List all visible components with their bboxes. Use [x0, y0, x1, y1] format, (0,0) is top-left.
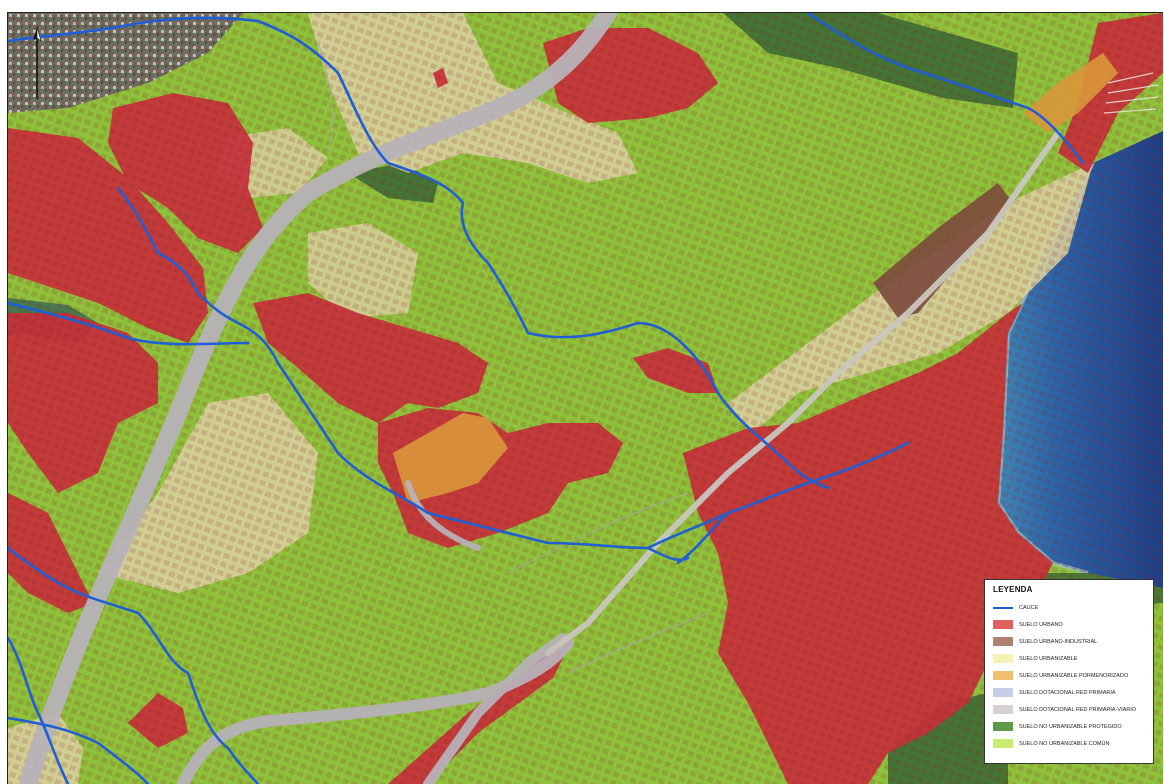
legend-label: SUELO URBANO: [1019, 621, 1063, 628]
legend-label: SUELO DOTACIONAL RED PRIMARIA: [1019, 689, 1116, 696]
legend-item-suelo-no-urbanizable-comun: SUELO NO URBANIZABLE COMÚN: [993, 735, 1147, 752]
urban-texture: [8, 13, 1163, 784]
legend-swatch-suelo-urbanizable: [993, 654, 1013, 663]
map-canvas[interactable]: [7, 12, 1163, 784]
legend-title: LEYENDA: [993, 585, 1033, 594]
legend-label: SUELO DOTACIONAL RED PRIMARIA-VIARIO: [1019, 706, 1137, 713]
legend-swatch-suelo-dotacional-red-primaria: [993, 688, 1013, 697]
legend-swatch-suelo-no-urbanizable-protegido: [993, 722, 1013, 731]
legend-item-suelo-dotacional-red-primaria: SUELO DOTACIONAL RED PRIMARIA: [993, 684, 1147, 701]
zoning-map[interactable]: [8, 13, 1163, 784]
marina: [1103, 72, 1159, 114]
legend-item-suelo-dotacional-viario: SUELO DOTACIONAL RED PRIMARIA-VIARIO: [993, 701, 1147, 718]
zone-industrial: [873, 183, 1013, 318]
zone-pormenorizado-ne: [1023, 53, 1118, 133]
legend-label: SUELO URBANO-INDUSTRIAL: [1019, 638, 1098, 645]
legend-item-suelo-urbanizable: SUELO URBANIZABLE: [993, 650, 1147, 667]
legend-items: CAUCE SUELO URBANO SUELO URBANO-INDUSTRI…: [993, 599, 1147, 752]
legend-swatch-suelo-dotacional-viario: [993, 705, 1013, 714]
legend-swatch-suelo-no-urbanizable-comun: [993, 739, 1013, 748]
legend-label: SUELO NO URBANIZABLE PROTEGIDO: [1019, 723, 1122, 730]
legend-swatch-cauce: [993, 606, 1013, 609]
legend-swatch-suelo-urbano-industrial: [993, 637, 1013, 646]
legend-swatch-suelo-urbanizable-pormenorizado: [993, 671, 1013, 680]
legend-swatch-suelo-urbano: [993, 620, 1013, 629]
legend-item-suelo-no-urbanizable-protegido: SUELO NO URBANIZABLE PROTEGIDO: [993, 718, 1147, 735]
north-arrow-icon: [33, 27, 42, 99]
map-legend: LEYENDA CAUCE SUELO URBANO SUELO URBANO-…: [984, 579, 1154, 764]
legend-label: SUELO URBANIZABLE PORMENORIZADO: [1019, 672, 1129, 679]
legend-label: CAUCE: [1019, 604, 1039, 611]
roads-thin: [317, 42, 709, 674]
legend-item-suelo-urbano: SUELO URBANO: [993, 616, 1147, 633]
rivers-cauce: [8, 13, 1085, 784]
legend-item-suelo-urbanizable-pormenorizado: SUELO URBANIZABLE PORMENORIZADO: [993, 667, 1147, 684]
legend-label: SUELO URBANIZABLE: [1019, 655, 1078, 662]
legend-item-cauce: CAUCE: [993, 599, 1147, 616]
legend-label: SUELO NO URBANIZABLE COMÚN: [1019, 740, 1110, 747]
zone-pormenorizado-central: [393, 413, 508, 503]
roads-viario: [19, 13, 1061, 784]
legend-item-suelo-urbano-industrial: SUELO URBANO-INDUSTRIAL: [993, 633, 1147, 650]
